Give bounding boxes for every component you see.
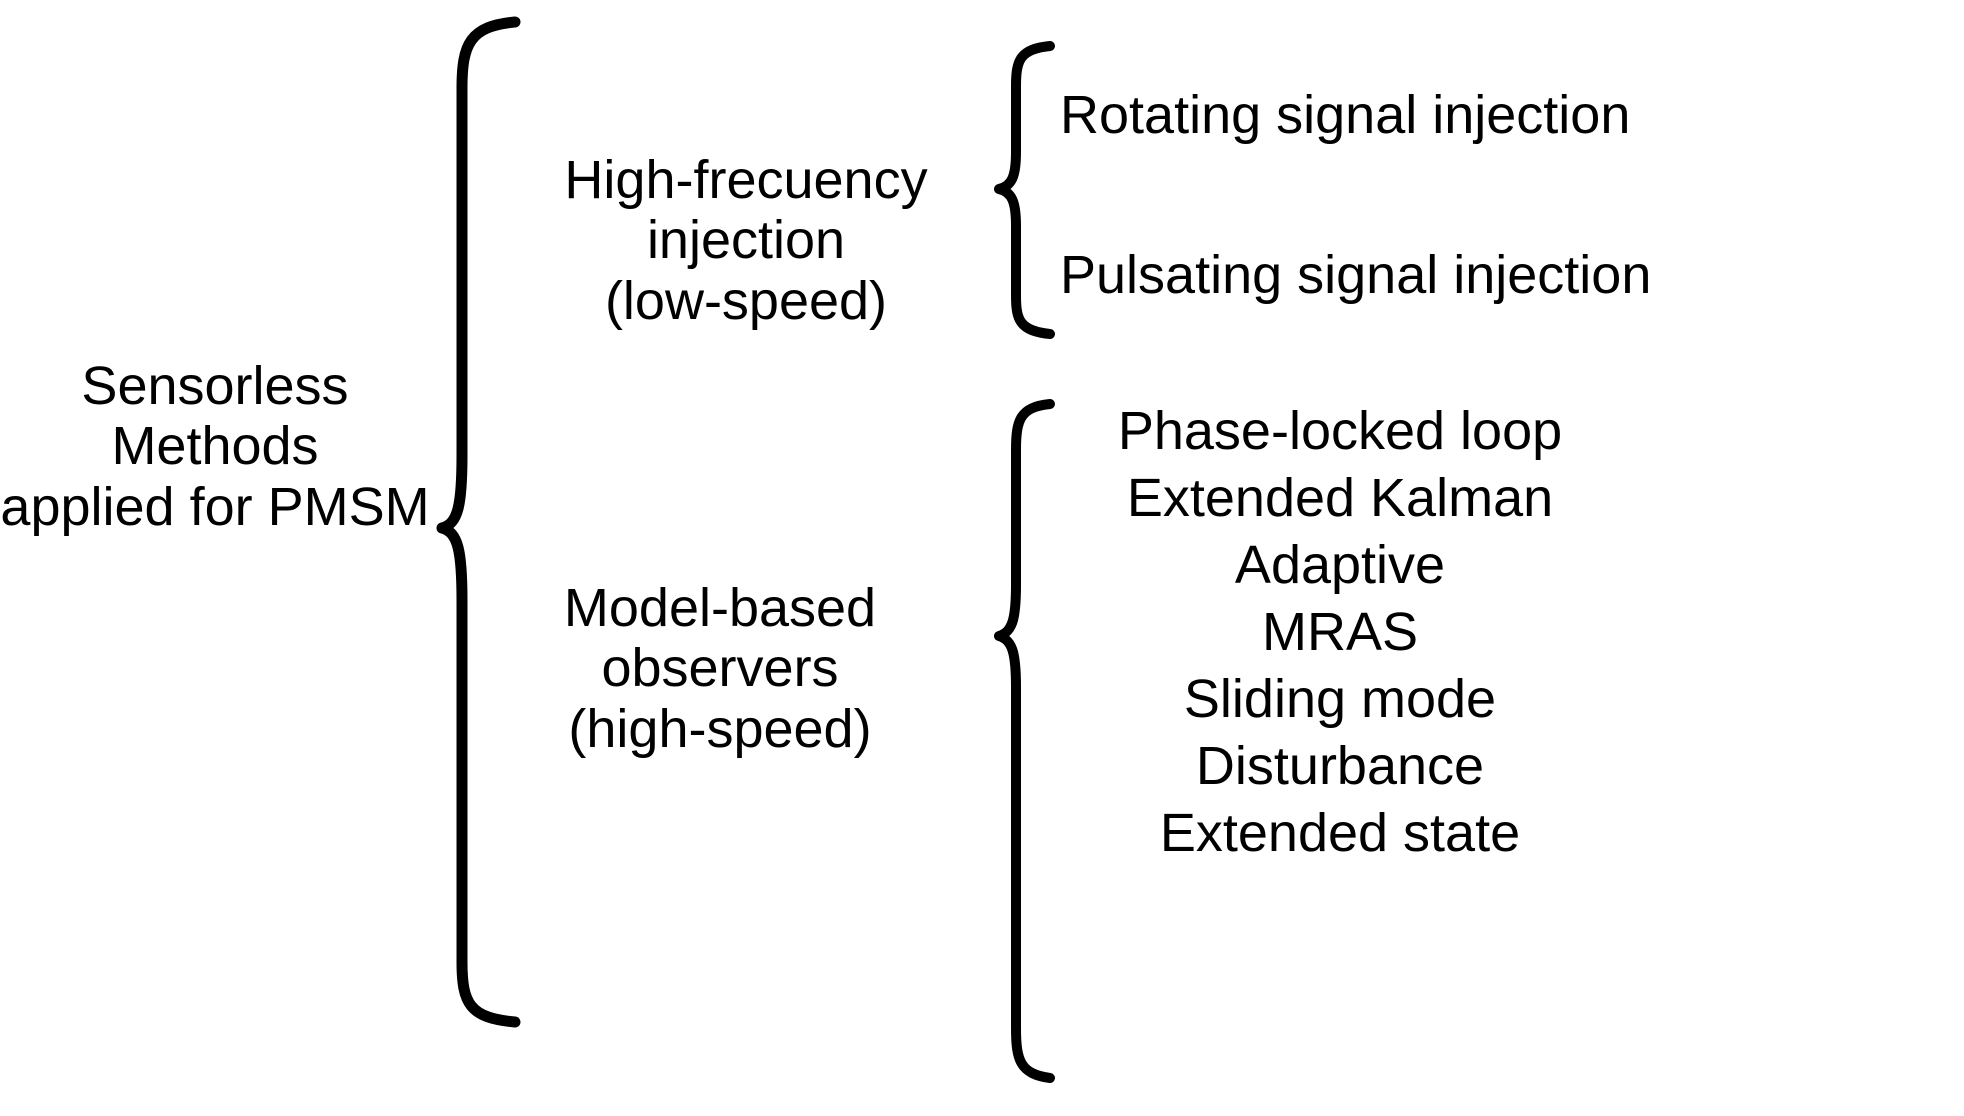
leaf-item: MRAS (1261, 602, 1418, 662)
branch-label-model-based-observers: Model-based observers (high-speed) (563, 578, 877, 759)
root-brace-icon (436, 16, 521, 1028)
high-frequency-injection-brace-icon (994, 41, 1055, 339)
leaf-item: Sliding mode (1183, 669, 1497, 729)
leaf-list-high-frequency-injection: Rotating signal injection Pulsating sign… (1060, 85, 1652, 305)
leaf-item: Disturbance (1195, 736, 1485, 796)
branch-label-high-frequency-injection: High-frecuency injection (low-speed) (564, 150, 928, 331)
leaf-item: Rotating signal injection (1060, 85, 1631, 145)
leaf-list-model-based-observers: Phase-locked loop Extended Kalman Adapti… (1060, 404, 1620, 860)
leaf-item: Phase-locked loop (1117, 401, 1563, 461)
leaf-item: Extended Kalman (1126, 468, 1554, 528)
leaf-item: Pulsating signal injection (1060, 245, 1652, 305)
model-based-observers-brace-icon (994, 399, 1055, 1083)
leaf-item: Adaptive (1234, 535, 1446, 595)
root-node-label: Sensorless Methods applied for PMSM (0, 356, 430, 537)
leaf-item: Extended state (1159, 803, 1521, 863)
